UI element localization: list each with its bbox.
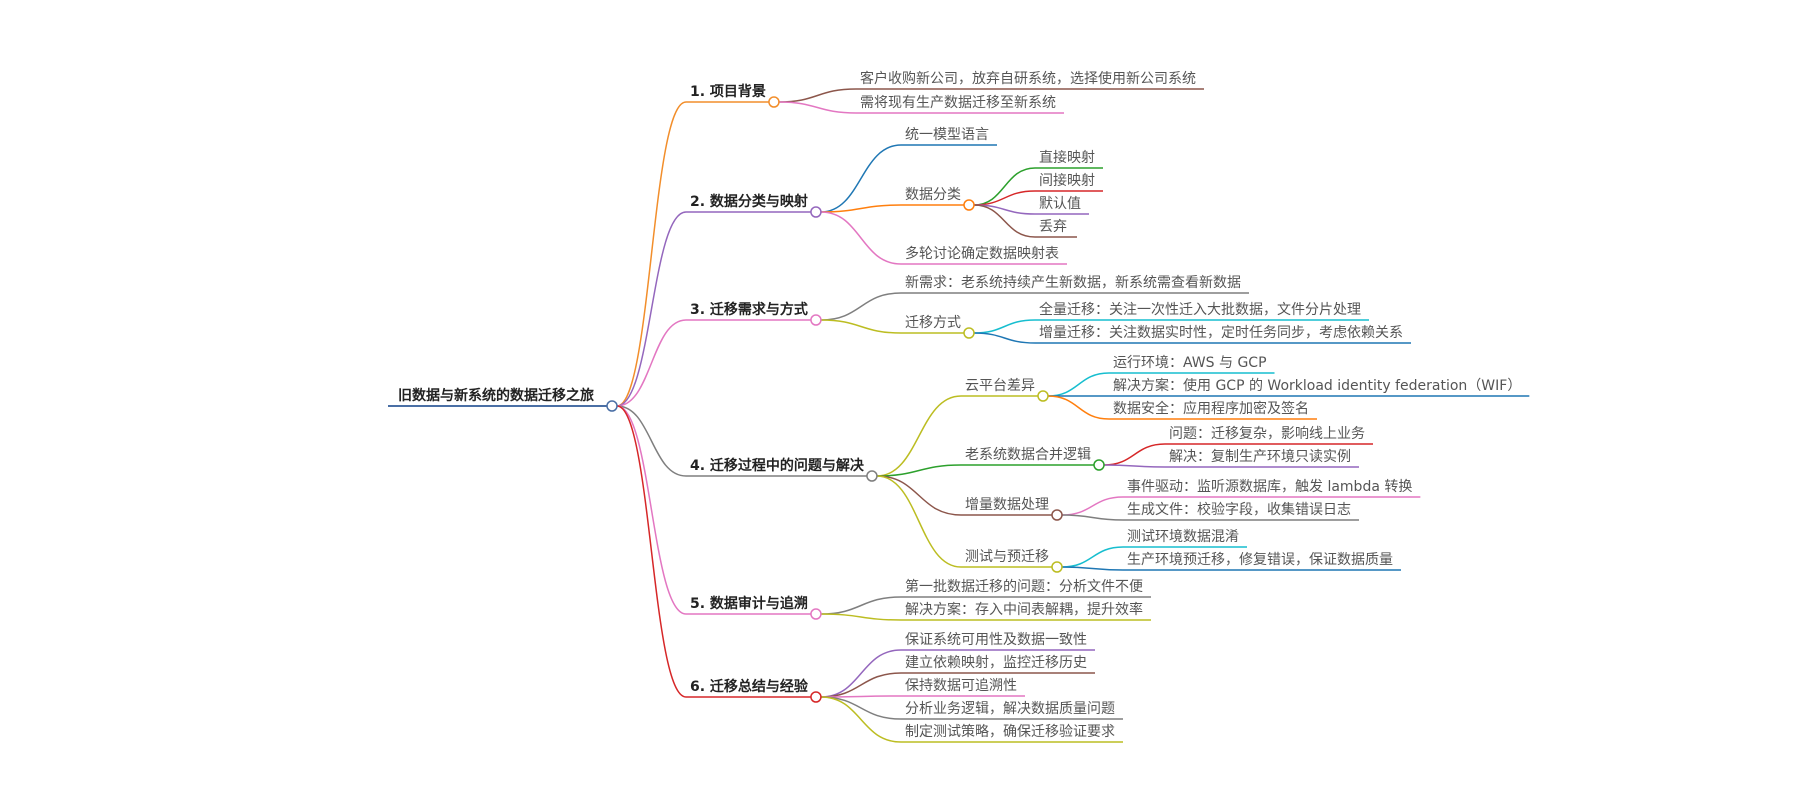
branch-2-node-dot [810, 206, 822, 218]
branch-1-child-2-connector [778, 101, 857, 114]
branch-6-connector [616, 405, 687, 698]
branch-1-connector [616, 101, 687, 407]
branch-6-child-2-connector [820, 672, 902, 698]
branch-1-node-dot [768, 96, 780, 108]
branch-1-child-1-connector [778, 88, 857, 103]
branch-4-child-1-label: 云平台差异 [965, 378, 1035, 394]
branch-6-child-5-connector [820, 696, 902, 743]
branch-5-child-1-connector [820, 596, 902, 615]
root-node-dot [606, 400, 618, 412]
branch-4-child-2-connector [876, 464, 962, 477]
branch-3-child-2-connector [820, 319, 902, 334]
branch-2-child-2-leaf-4-label: 丢弃 [1039, 219, 1067, 235]
branch-2-child-2-leaf-1-connector [973, 167, 1036, 206]
branch-2-child-2-node-dot [963, 199, 975, 211]
branch-4-child-3-node-dot [1051, 509, 1063, 521]
branch-4-child-2-leaf-1-connector [1103, 443, 1166, 466]
branch-6-child-5-label: 制定测试策略，确保迁移验证要求 [905, 723, 1115, 740]
branch-2-child-2-connector [820, 204, 902, 213]
branch-6-child-4-label: 分析业务逻辑，解决数据质量问题 [905, 701, 1115, 717]
branch-4-child-1-leaf-1-connector [1047, 372, 1110, 397]
branch-2-child-3-connector [820, 211, 902, 265]
branch-4-child-2-leaf-2-connector [1103, 464, 1166, 468]
branch-5-node-dot [810, 608, 822, 620]
branch-4-child-4-connector [876, 475, 962, 568]
branch-4-child-1-node-dot [1037, 390, 1049, 402]
branch-6-child-2-label: 建立依赖映射，监控迁移历史 [905, 655, 1087, 671]
branch-6-child-4-connector [820, 696, 902, 720]
branch-4-child-3-leaf-1-connector [1061, 496, 1124, 516]
branch-2-connector [616, 211, 687, 407]
branch-6-child-1-connector [820, 649, 902, 698]
branch-4-child-2-node-dot [1093, 459, 1105, 471]
branch-4-child-2-label: 老系统数据合并逻辑 [965, 447, 1091, 463]
branch-4-child-4-leaf-2-connector [1061, 566, 1124, 571]
branch-4-child-3-leaf-2-connector [1061, 514, 1124, 521]
branch-4-child-3-leaf-2-label: 生成文件：校验字段，收集错误日志 [1127, 501, 1351, 518]
branch-4-child-3-leaf-1-label: 事件驱动：监听源数据库，触发 lambda 转换 [1127, 478, 1412, 495]
branch-3-child-2-leaf-2-label: 增量迁移：关注数据实时性，定时任务同步，考虑依赖关系 [1039, 325, 1403, 341]
branch-3-child-2-leaf-1-label: 全量迁移：关注一次性迁入大批数据，文件分片处理 [1039, 301, 1361, 318]
branch-2-label: 2. 数据分类与映射 [690, 193, 808, 210]
branch-4-child-4-leaf-1-connector [1061, 546, 1124, 568]
branch-4-connector [616, 405, 687, 477]
branch-4-child-2-leaf-1-label: 问题：迁移复杂，影响线上业务 [1169, 425, 1365, 442]
branch-6-child-1-label: 保证系统可用性及数据一致性 [905, 632, 1087, 648]
branch-5-child-1-label: 第一批数据迁移的问题：分析文件不便 [905, 578, 1143, 595]
branch-3-child-2-node-dot [963, 327, 975, 339]
branch-4-child-1-leaf-2-label: 解决方案：使用 GCP 的 Workload identity federati… [1113, 377, 1521, 394]
branch-1-child-1-label: 客户收购新公司，放弃自研系统，选择使用新公司系统 [860, 70, 1196, 87]
branch-4-child-4-node-dot [1051, 561, 1063, 573]
branch-2-child-2-leaf-1-label: 直接映射 [1039, 149, 1095, 166]
branch-4-child-3-connector [876, 475, 962, 516]
branch-2-child-3-label: 多轮讨论确定数据映射表 [905, 245, 1059, 262]
branch-4-child-4-leaf-1-label: 测试环境数据混淆 [1127, 529, 1239, 545]
branch-5-child-2-label: 解决方案：存入中间表解耦，提升效率 [905, 601, 1143, 618]
branch-6-label: 6. 迁移总结与经验 [690, 678, 809, 695]
branch-4-child-1-leaf-3-connector [1047, 395, 1110, 420]
branch-4-child-1-leaf-3-label: 数据安全：应用程序加密及签名 [1113, 400, 1309, 417]
branch-2-child-2-leaf-2-connector [973, 190, 1036, 206]
branch-2-child-1-label: 统一模型语言 [905, 127, 989, 143]
branch-4-node-dot [866, 470, 878, 482]
branch-4-child-3-label: 增量数据处理 [965, 497, 1049, 513]
branch-3-connector [616, 319, 687, 407]
branch-3-label: 3. 迁移需求与方式 [690, 301, 808, 318]
branch-4-child-1-connector [876, 395, 962, 477]
branch-3-child-1-connector [820, 292, 902, 321]
branch-2-child-2-leaf-2-label: 间接映射 [1039, 172, 1095, 189]
branch-4-label: 4. 迁移过程中的问题与解决 [690, 457, 865, 474]
branch-5-label: 5. 数据审计与追溯 [690, 595, 808, 612]
branch-6-child-3-label: 保持数据可追溯性 [905, 678, 1017, 694]
branch-4-child-2-leaf-2-label: 解决：复制生产环境只读实例 [1169, 448, 1351, 465]
branch-3-child-2-label: 迁移方式 [905, 315, 961, 331]
branch-3-child-2-leaf-2-connector [973, 332, 1036, 344]
branch-3-node-dot [810, 314, 822, 326]
branch-2-child-1-connector [820, 144, 902, 213]
branch-1-child-2-label: 需将现有生产数据迁移至新系统 [860, 95, 1056, 111]
branch-3-child-1-label: 新需求：老系统持续产生新数据，新系统需查看新数据 [905, 274, 1241, 291]
branch-4-child-1-leaf-1-label: 运行环境：AWS 与 GCP [1113, 355, 1267, 371]
branch-2-child-2-leaf-4-connector [973, 204, 1036, 238]
branch-6-node-dot [810, 691, 822, 703]
branch-5-child-2-connector [820, 613, 902, 621]
branch-1-label: 1. 项目背景 [690, 83, 766, 100]
branch-2-child-2-leaf-3-label: 默认值 [1039, 196, 1081, 212]
branch-5-connector [616, 405, 687, 615]
branch-2-child-2-label: 数据分类 [905, 187, 961, 203]
branch-4-child-4-label: 测试与预迁移 [965, 549, 1049, 565]
branch-3-child-2-leaf-1-connector [973, 319, 1036, 334]
root-node-label: 旧数据与新系统的数据迁移之旅 [398, 387, 594, 404]
branch-4-child-4-leaf-2-label: 生产环境预迁移，修复错误，保证数据质量 [1127, 551, 1393, 568]
